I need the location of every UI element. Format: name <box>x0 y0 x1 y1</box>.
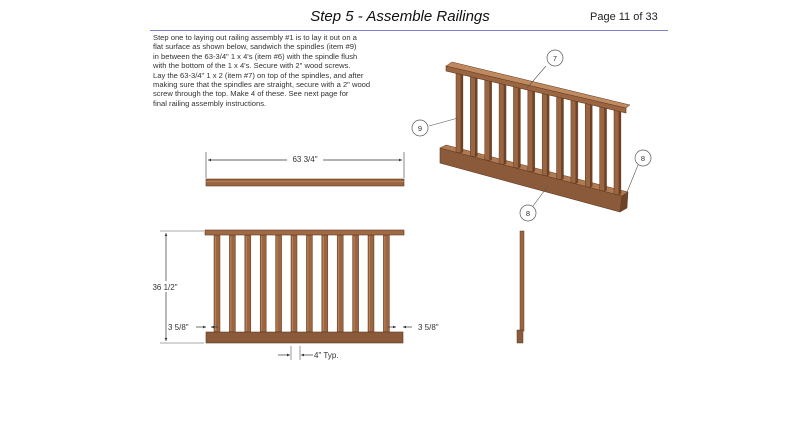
iso-spindle-side <box>618 107 622 196</box>
iso-spindle <box>484 77 490 161</box>
end-gap-dimensions: 3 5/8" 3 5/8" <box>168 323 439 332</box>
iso-spindle <box>585 100 591 188</box>
spindle <box>229 234 236 333</box>
callout-7-label: 7 <box>553 54 557 63</box>
spindle <box>367 234 375 333</box>
instruction-line: in between the 63-3/4" 1 x 4's (item #6)… <box>153 51 358 61</box>
bottom-board-front <box>205 331 404 344</box>
spindle <box>383 234 390 333</box>
iso-spindles-group <box>455 70 622 196</box>
spindles-group <box>213 234 390 333</box>
callout-8-end-label: 8 <box>641 154 645 163</box>
callout-9-label: 9 <box>418 124 422 133</box>
end-gap-right-label: 3 5/8" <box>418 323 439 332</box>
iso-spindle-side <box>475 74 478 158</box>
front-elevation <box>204 229 405 344</box>
spindle <box>244 234 252 333</box>
side-view <box>516 230 525 344</box>
iso-spindle <box>527 87 534 173</box>
instruction-line: with the bottom of the 1 x 4's. Secure w… <box>153 61 351 71</box>
page-title: Step 5 - Assemble Railings <box>310 8 490 25</box>
end-gap-left-label: 3 5/8" <box>168 323 189 332</box>
spindle <box>336 234 344 333</box>
instruction-line: flat surface as shown below, sandwich th… <box>153 42 357 52</box>
iso-spindle-side <box>590 101 593 188</box>
iso-spindle <box>470 74 476 158</box>
instruction-line: making sure that the spindles are straig… <box>153 80 371 90</box>
spindle <box>213 234 221 333</box>
spindle <box>290 234 298 333</box>
callout-8-end: 8 <box>624 149 652 198</box>
spindle <box>352 234 359 333</box>
spacing-dimension: 4" Typ. <box>278 346 338 360</box>
spindle <box>259 234 267 333</box>
spacing-dimension-label: 4" Typ. <box>314 351 338 360</box>
header-rule <box>150 30 668 31</box>
iso-spindle-side <box>547 90 550 177</box>
isometric-view <box>439 61 631 213</box>
instruction-line: Step one to laying out railing assembly … <box>153 33 357 42</box>
length-dimension-label: 63 3/4" <box>292 155 317 164</box>
instruction-line: Lay the 63-3/4" 1 x 2 (item #7) on top o… <box>153 70 364 80</box>
top-rail-front <box>204 229 405 236</box>
callout-9: 9 <box>411 117 459 137</box>
spindle <box>275 234 282 333</box>
iso-spindle <box>455 70 462 154</box>
callout-7: 7 <box>526 49 564 89</box>
iso-spindle-side <box>575 97 579 184</box>
instruction-line: screw through the top. Make 4 of these. … <box>153 89 349 99</box>
iso-spindle-side <box>460 70 464 154</box>
iso-spindle <box>613 107 620 196</box>
iso-spindle <box>513 84 519 169</box>
iso-spindle <box>599 104 605 192</box>
iso-spindle <box>570 97 577 184</box>
height-dimension: 36 1/2" <box>150 230 204 344</box>
iso-spindle-side <box>604 104 607 192</box>
top-view-dimension: 63 3/4" <box>205 152 405 178</box>
iso-spindle-side <box>518 84 521 169</box>
instructions-text: Step one to laying out railing assembly … <box>153 33 453 108</box>
iso-spindle-side <box>503 80 507 165</box>
iso-spindle <box>498 80 505 165</box>
iso-spindle-side <box>532 87 535 173</box>
iso-spindle <box>541 90 548 177</box>
instruction-line: final railing assembly instructions. <box>153 98 267 108</box>
top-rail-plan-view <box>205 178 405 187</box>
spindle <box>306 234 313 333</box>
height-dimension-label: 36 1/2" <box>152 283 177 292</box>
iso-spindle-side <box>489 77 492 161</box>
page-number: Page 11 of 33 <box>590 11 658 23</box>
callout-8-bottom-label: 8 <box>526 209 530 218</box>
spindle <box>321 234 329 333</box>
iso-spindle-side <box>561 94 564 180</box>
callout-8-bottom: 8 <box>519 185 549 222</box>
iso-spindle <box>556 94 562 181</box>
